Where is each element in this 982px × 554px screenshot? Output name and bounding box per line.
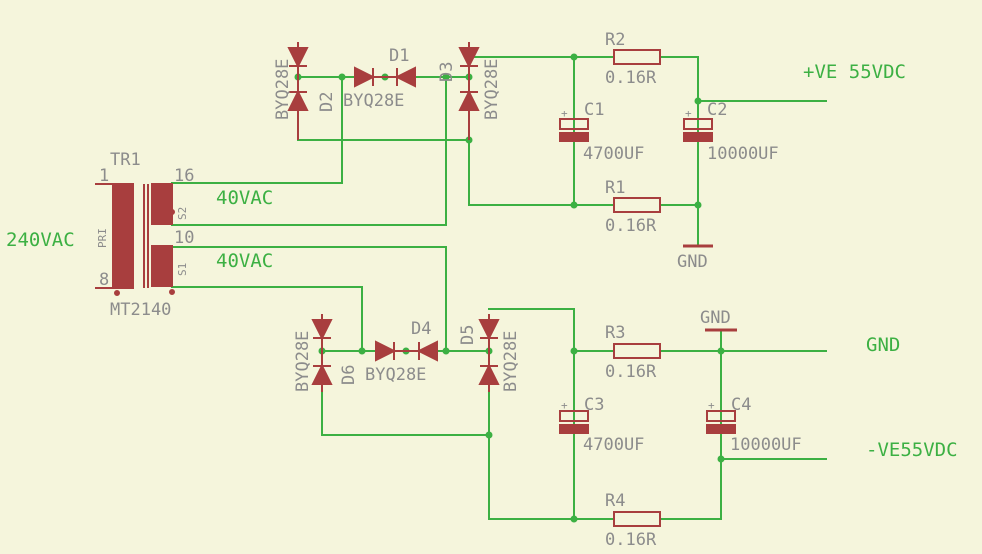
r1-name: R1	[605, 178, 625, 198]
junction	[570, 347, 578, 355]
pin-label-8: 8	[99, 270, 109, 290]
pin-label-1: 1	[99, 166, 109, 186]
r3-name: R3	[605, 323, 625, 343]
diode-d6: BYQ28E D6	[293, 314, 359, 392]
net-label-40vac-upper: 40VAC	[216, 187, 273, 209]
capacitor-c4: + C4 10000UF	[706, 395, 802, 455]
pin-label-16: 16	[174, 166, 194, 186]
diode-d3: D3 BYQ28E	[437, 42, 502, 140]
net-label-gnd-out: GND	[866, 334, 900, 356]
junction	[694, 97, 702, 105]
r3-value: 0.16R	[605, 362, 657, 382]
junction	[694, 201, 702, 209]
secondary2-label: S2	[176, 207, 189, 220]
net-label-40vac-lower: 40VAC	[216, 250, 273, 272]
junction	[485, 431, 493, 439]
gnd-lower-label: GND	[700, 308, 731, 328]
resistor-r1: R1 0.16R	[605, 178, 661, 236]
junction	[442, 347, 450, 355]
c3-name: C3	[584, 395, 604, 415]
resistor-r3: R3 0.16R	[605, 323, 661, 382]
wires	[171, 56, 827, 520]
primary-label: PRI	[96, 228, 109, 248]
d1-name: D1	[389, 46, 409, 66]
net-label-pos-out: +VE 55VDC	[803, 61, 906, 83]
svg-text:+: +	[561, 107, 568, 120]
junction	[570, 201, 578, 209]
junction	[570, 53, 578, 61]
transformer-name: TR1	[110, 150, 141, 170]
d3-value: BYQ28E	[482, 59, 502, 120]
svg-text:+: +	[561, 399, 568, 412]
r2-value: 0.16R	[605, 68, 657, 88]
gnd-upper-label: GND	[677, 252, 708, 272]
c2-value: 10000UF	[707, 144, 779, 164]
capacitor-c2: + C2 10000UF	[683, 100, 779, 164]
transformer-part: MT2140	[110, 300, 171, 320]
junctions	[294, 53, 725, 523]
junction	[717, 347, 725, 355]
junction	[570, 515, 578, 523]
r1-value: 0.16R	[605, 216, 657, 236]
c1-value: 4700UF	[583, 144, 644, 164]
junction	[338, 73, 346, 81]
c1-name: C1	[584, 100, 604, 120]
d2-value: BYQ28E	[273, 59, 293, 120]
d4-name: D4	[411, 319, 431, 339]
d6-value: BYQ28E	[293, 331, 313, 392]
diode-d5: D5 BYQ28E	[458, 314, 521, 392]
resistor-r2: R2 0.16R	[605, 30, 661, 88]
r2-name: R2	[605, 30, 625, 50]
d6-name: D6	[339, 365, 359, 385]
d4-value: BYQ28E	[365, 365, 426, 385]
c2-name: C2	[707, 100, 727, 120]
d1-value: BYQ28E	[343, 91, 404, 111]
pin-label-10: 10	[174, 228, 194, 248]
svg-text:+: +	[685, 107, 692, 120]
d5-name: D5	[458, 325, 478, 345]
transformer-tr1: TR1 MT2140 1 8 16 10 PRI S2 S1	[95, 150, 194, 320]
junction	[442, 73, 450, 81]
capacitor-c1: + C1 4700UF	[559, 100, 644, 164]
net-label-240vac: 240VAC	[6, 229, 75, 251]
c4-value: 10000UF	[730, 435, 802, 455]
resistor-r4: R4 0.16R	[605, 491, 661, 550]
c3-value: 4700UF	[583, 435, 644, 455]
d5-value: BYQ28E	[501, 331, 521, 392]
diode-d4: D4 BYQ28E	[365, 319, 438, 385]
svg-text:+: +	[708, 399, 715, 412]
c4-name: C4	[731, 395, 751, 415]
d3-name: D3	[437, 62, 457, 82]
gnd-symbol-lower: GND	[700, 308, 737, 332]
diode-d2: BYQ28E D2	[273, 42, 337, 140]
r4-value: 0.16R	[605, 530, 657, 550]
junction	[717, 455, 725, 463]
secondary1-label: S1	[176, 263, 189, 276]
d2-name: D2	[317, 92, 337, 112]
junction	[358, 347, 366, 355]
diode-d1: D1 BYQ28E	[343, 46, 416, 111]
gnd-symbol-upper: GND	[677, 244, 713, 272]
r4-name: R4	[605, 491, 625, 511]
net-label-neg-out: -VE55VDC	[866, 439, 958, 461]
capacitor-c3: + C3 4700UF	[559, 395, 644, 455]
